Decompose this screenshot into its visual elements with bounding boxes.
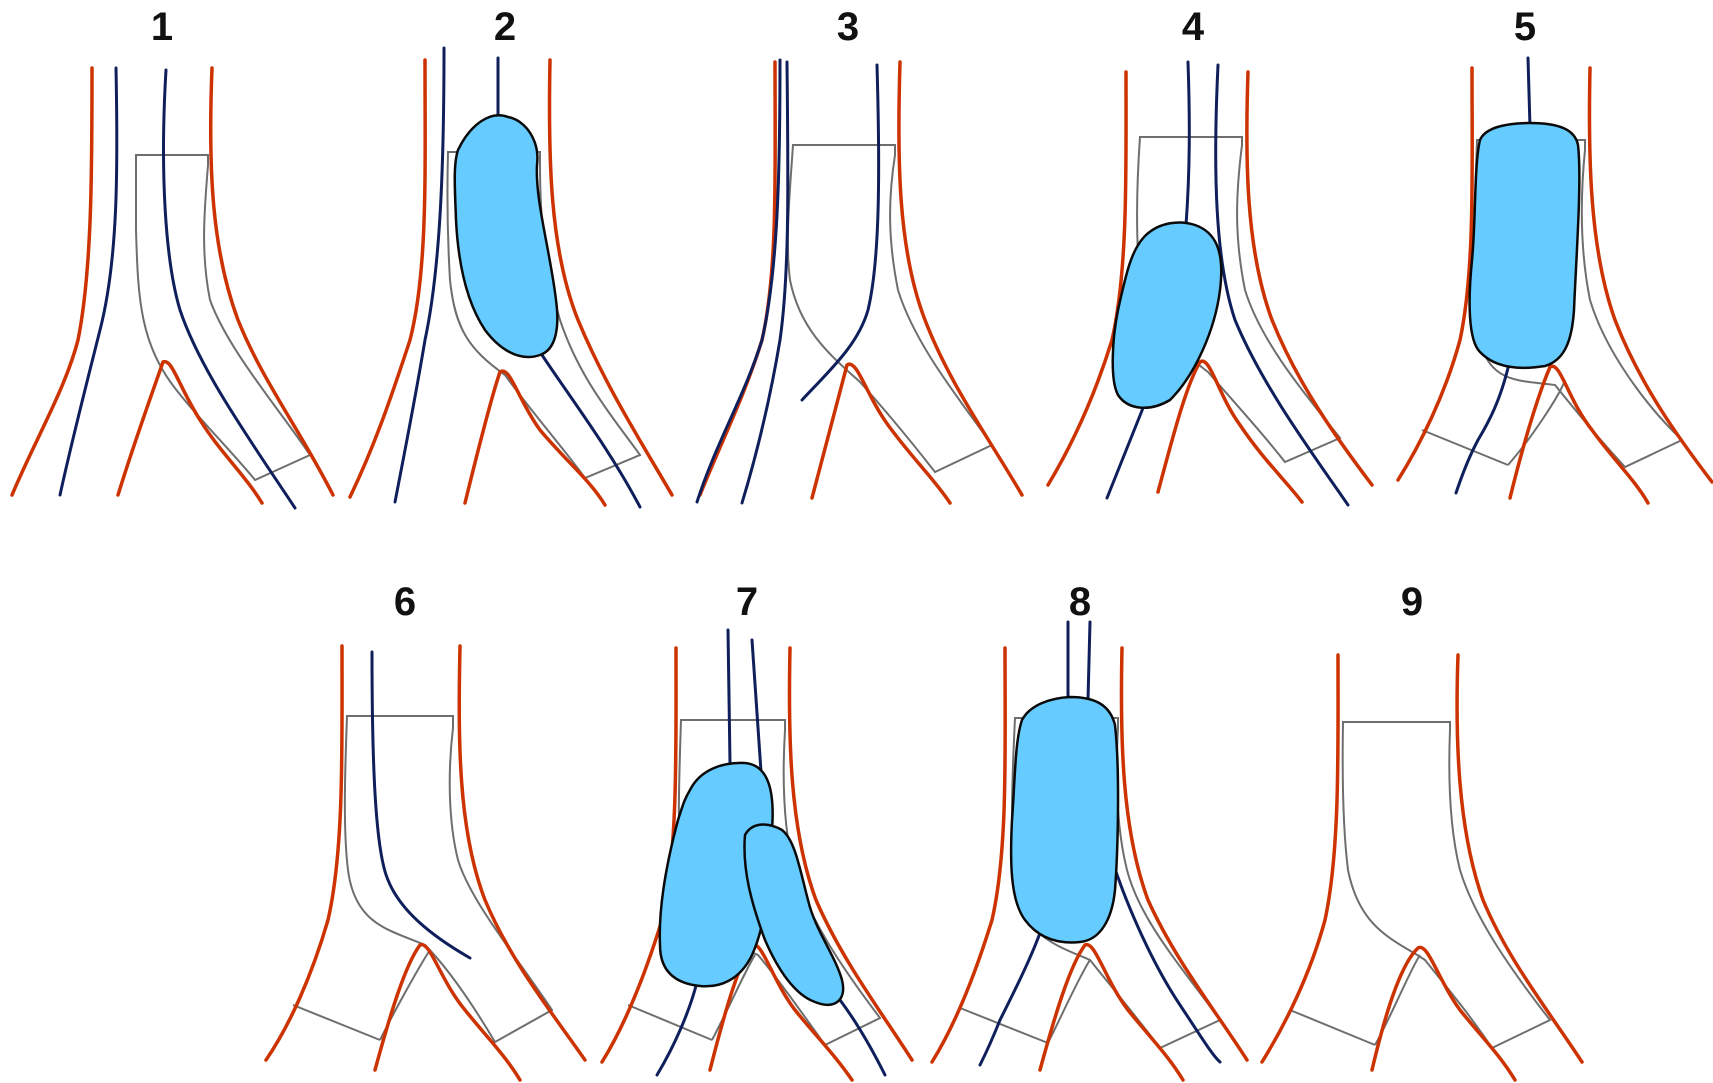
bifurcation-carina [812,364,950,503]
panel-9: 9 [1262,580,1582,1080]
bifurcation-carina [118,362,262,503]
aorta-right-wall [1121,648,1247,1060]
balloon [1470,123,1580,368]
guidewire-crossover [372,652,470,958]
panel-4: 4 [1048,5,1372,505]
balloon-right [744,825,843,1005]
panel-3-number: 3 [837,5,859,49]
panel-2: 2 [350,5,672,507]
graft-outline [788,145,992,472]
aorta-left-wall [1398,68,1472,480]
guidewire-left [1186,62,1189,225]
guidewire-right-shaft [1088,622,1090,700]
bifurcation-carina [1372,947,1515,1080]
guidewire-left-distal [1456,368,1508,493]
panel-6: 6 [266,580,585,1080]
aorta-left-wall [602,648,676,1062]
aorta-left-wall [932,648,1005,1062]
aorta-right-wall [899,62,1022,495]
panel-5-number: 5 [1514,5,1536,49]
graft-outline [1343,722,1550,1048]
panel-8: 8 [932,580,1247,1080]
panel-1-number: 1 [151,5,173,49]
aorta-right-wall [1247,72,1372,485]
balloon [1113,222,1222,407]
aorta-left-wall [266,646,342,1060]
panel-1: 1 [12,5,333,508]
panel-6-number: 6 [394,580,416,624]
aorta-right-wall [459,646,585,1060]
guidewire-right [1216,65,1348,505]
aorta-right-wall [1457,655,1582,1062]
panel-4-number: 4 [1182,5,1205,49]
guidewire-balloon-shaft [1528,58,1530,127]
guidewire-left [697,60,780,502]
aorta-left-wall [1048,72,1126,485]
aorta-left-wall [1262,655,1338,1062]
aorta-left-wall [350,60,425,497]
aorta-left-wall [700,62,775,495]
guidewire-left-distal [980,933,1040,1065]
balloon [455,115,558,357]
guidewire-left-shaft [728,630,730,763]
guidewire-left-distal [1107,408,1143,498]
bifurcation-carina [465,371,605,505]
balloon [1011,697,1118,942]
panel-7-number: 7 [736,580,758,624]
panel-7: 7 [602,580,912,1080]
guidewire-left [60,68,117,495]
aorta-right-wall [211,68,333,495]
bifurcation-carina [1040,945,1183,1080]
panel-5: 5 [1398,5,1712,503]
guidewire-crossover [802,65,879,400]
bifurcation-carina [375,945,520,1080]
graft-outline [136,155,310,480]
aorta-left-wall [12,68,92,495]
panel-2-number: 2 [494,5,516,49]
aorta-right-wall [549,60,672,495]
graft-outline [345,716,552,1042]
guidewire-left-distal [657,982,697,1075]
panel-8-number: 8 [1069,580,1091,624]
aorta-right-wall [1589,68,1712,482]
panel-3: 3 [697,5,1022,503]
guidewire-right-distal [1112,860,1220,1062]
panel-9-number: 9 [1401,580,1423,624]
